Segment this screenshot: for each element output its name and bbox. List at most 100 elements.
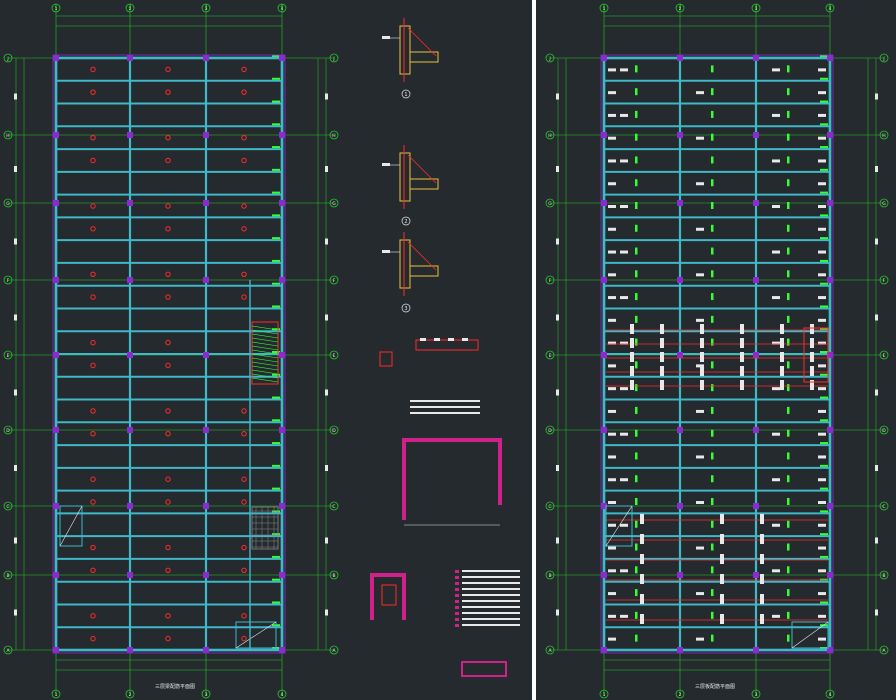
edge-rebar-label xyxy=(608,227,616,231)
support-rebar-block xyxy=(760,614,764,624)
support-rebar-block xyxy=(780,366,784,376)
column xyxy=(53,503,59,509)
grid-bubble-bottom-1-label: 1 xyxy=(603,692,606,698)
red-marker xyxy=(90,226,96,232)
support-rebar-block xyxy=(640,534,644,544)
section-2-slab xyxy=(409,178,439,190)
column xyxy=(279,200,285,206)
grid-bubble-right-E xyxy=(329,350,339,360)
column xyxy=(753,647,759,653)
section-3-column xyxy=(399,239,411,289)
grid-bubble-right-G-label: G xyxy=(332,201,336,207)
column xyxy=(601,277,607,283)
section-1-slab xyxy=(409,51,439,63)
beam-tag xyxy=(820,510,828,513)
grid-bubble-top-4 xyxy=(277,3,287,13)
opening-diagonal xyxy=(59,505,83,547)
dimension-text-left xyxy=(14,609,17,616)
red-marker xyxy=(165,476,171,482)
grid-bubble-left-A-label: A xyxy=(6,648,10,654)
stair-hatch xyxy=(251,365,279,371)
support-rebar-block xyxy=(760,554,764,564)
grid-bubble-bottom-4-label: 4 xyxy=(829,692,832,698)
slab-rebar-mark xyxy=(635,589,638,597)
beam-tag xyxy=(272,601,280,604)
support-rebar-block xyxy=(700,324,704,334)
column xyxy=(677,572,683,578)
slab-rebar-label xyxy=(772,387,780,391)
slab-rebar-mark xyxy=(711,611,714,619)
support-rebar-block xyxy=(700,366,704,376)
legend-text-line xyxy=(462,594,520,596)
dimension-text-right xyxy=(325,537,328,544)
legend-text-line xyxy=(462,570,520,572)
slab-rebar-mark xyxy=(711,65,714,73)
grid-bubble-left-D xyxy=(545,425,555,435)
legend-text-line xyxy=(462,612,520,614)
edge-rebar-label xyxy=(608,364,616,368)
edge-rebar-label xyxy=(818,546,826,550)
column xyxy=(279,55,285,61)
grid-bubble-right-D-label: D xyxy=(332,428,336,434)
slab-rebar-label xyxy=(772,614,780,618)
right-panel-background xyxy=(536,0,896,700)
legend-swatch xyxy=(455,570,459,573)
edge-rebar-label xyxy=(818,227,826,231)
red-marker xyxy=(241,567,247,574)
grid-bubble-left-D xyxy=(3,425,13,435)
column xyxy=(827,503,833,509)
edge-rebar-label xyxy=(818,637,826,641)
grid-bubble-right-H-label: H xyxy=(332,133,335,139)
grid-bubble-bottom-4-label: 4 xyxy=(281,692,284,698)
column xyxy=(53,132,59,138)
edge-rebar-label xyxy=(608,387,616,391)
slab-rebar-mark xyxy=(635,247,638,255)
support-rebar-block xyxy=(720,574,724,584)
red-marker xyxy=(90,66,96,73)
legend-swatch xyxy=(455,582,459,585)
column xyxy=(127,352,133,358)
legend-text-line xyxy=(462,582,520,584)
column xyxy=(677,277,683,283)
slab-rebar-mark xyxy=(787,179,790,187)
slab-rebar-mark xyxy=(787,475,790,483)
stair-hatch xyxy=(251,345,279,351)
stair-hatch xyxy=(251,369,279,375)
slab-rebar-label xyxy=(620,341,628,345)
slab-rebar-mark xyxy=(711,179,714,187)
slab-rebar-mark xyxy=(711,520,714,528)
edge-rebar-label xyxy=(608,205,616,208)
legend-swatch xyxy=(455,606,459,609)
slab-rebar-mark xyxy=(787,611,790,619)
column xyxy=(827,647,833,653)
left-col-label-1: 1 xyxy=(54,4,57,10)
grid-bubble-left-G-label: G xyxy=(6,201,10,207)
support-rebar-block xyxy=(630,352,634,362)
column xyxy=(279,647,285,653)
beam-tag xyxy=(820,55,828,57)
grid-bubble-top-3-label: 3 xyxy=(205,6,208,12)
legend-text-line xyxy=(462,588,520,590)
slab-rebar-label xyxy=(772,296,780,300)
beam-tag xyxy=(272,237,280,240)
slab-rebar-mark xyxy=(711,429,714,437)
dimension-text-right xyxy=(875,166,878,172)
slab-rebar-mark xyxy=(711,88,714,96)
column xyxy=(279,503,285,509)
dimension-text-right xyxy=(875,389,878,396)
grid-bubble-top-1 xyxy=(51,3,61,13)
column xyxy=(279,132,285,138)
grid-bubble-right-H-label: H xyxy=(882,133,885,139)
edge-rebar-label xyxy=(818,296,826,300)
grid-bubble-top-4-label: 4 xyxy=(281,6,284,12)
beam-tag xyxy=(272,419,280,422)
red-marker xyxy=(165,157,171,164)
detail-drawings: 123 xyxy=(370,18,520,677)
slab-rebar-mark xyxy=(635,65,638,73)
slab-rebar-mark xyxy=(635,543,638,551)
column xyxy=(677,55,683,61)
slab-rebar-label xyxy=(696,637,704,641)
red-marker xyxy=(241,408,247,414)
stair-hatch xyxy=(251,353,279,359)
column xyxy=(601,55,607,61)
